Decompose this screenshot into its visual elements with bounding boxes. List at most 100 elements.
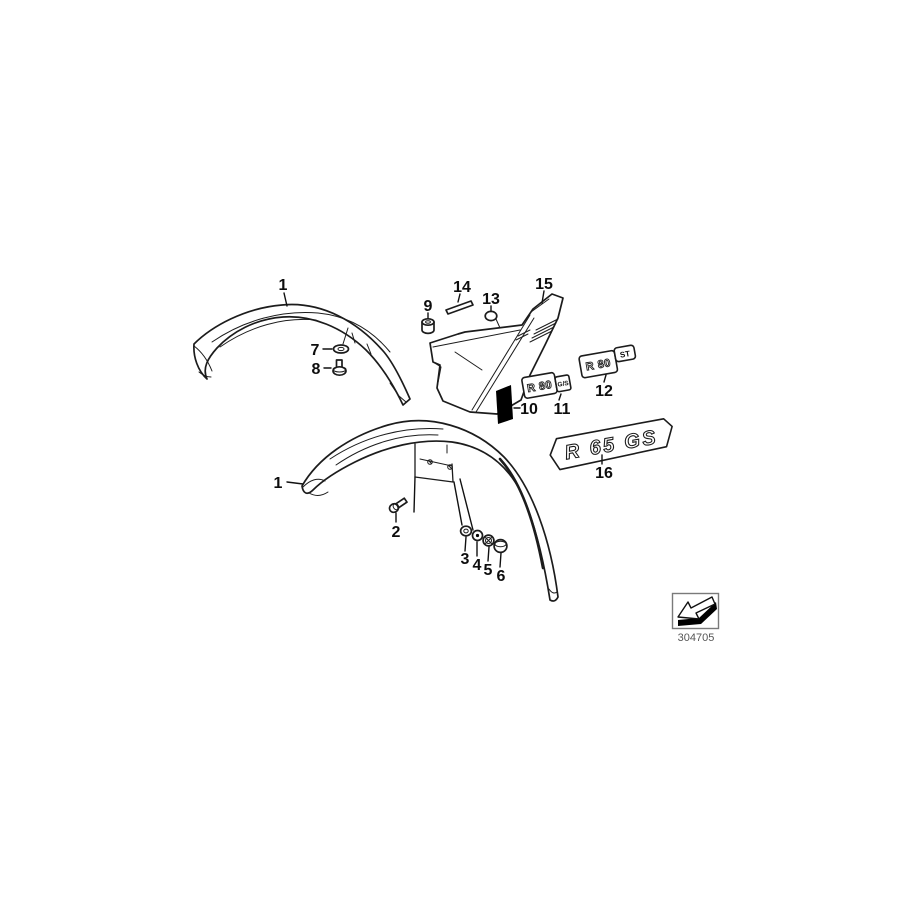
vent-line (517, 329, 531, 337)
callout-14: 14 (453, 279, 471, 296)
callout-15: 15 (535, 276, 553, 293)
leader-2-upper (413, 476, 416, 513)
leader-3-upper (453, 481, 463, 526)
part-side-panel-15 (429, 293, 564, 415)
part-fender-upper (193, 303, 411, 406)
part-bolt-2 (388, 497, 408, 514)
side-panel-crease-b (475, 317, 535, 413)
bracket-top-edge (419, 458, 453, 467)
side-panel-top-inner (432, 329, 521, 348)
fender-lower-tail-tip-line (548, 588, 558, 594)
washer-3 (459, 525, 473, 537)
nut-9-top (421, 317, 435, 327)
legend: 304705 (671, 592, 720, 644)
callout-11: 11 (554, 401, 571, 418)
leader-15 (541, 290, 545, 304)
bracket-outline (414, 443, 454, 483)
bracket-screw (447, 464, 453, 470)
cap-6-dome (494, 540, 507, 548)
part-washer-4 (471, 529, 484, 542)
badge-r80st-suffix-box (613, 344, 637, 363)
part-decal-10 (496, 385, 513, 424)
callout-8: 8 (312, 361, 321, 378)
grommet-13-tail (495, 318, 501, 329)
vent-line (535, 318, 559, 331)
washer-3-hole (463, 528, 469, 534)
fender-lower-bracket (414, 443, 454, 483)
badge-r65gs-plate (549, 417, 673, 471)
side-panel-body-line (454, 351, 483, 371)
fender-upper-cap-line2 (198, 371, 212, 378)
fender-upper-tick1 (351, 332, 356, 344)
badge-r80st-suffix-text: ST (619, 349, 631, 360)
nut-5-inner (485, 537, 492, 544)
nut-5-hatch (485, 537, 492, 544)
fender-lower-outline (301, 419, 559, 602)
badge-r80gs-suffix-text: G/S (557, 380, 570, 389)
part-washer-3 (459, 525, 473, 537)
part-nut-5 (482, 534, 495, 547)
leader-5 (487, 546, 490, 562)
washer-4-hole (475, 533, 480, 538)
fender-lower-tip-cap1 (302, 478, 326, 488)
side-panel-peak-fold (530, 298, 550, 313)
fender-upper-crease2 (219, 318, 317, 348)
fender-upper-tick2 (366, 343, 372, 355)
callout-16: 16 (595, 465, 613, 482)
leader-6 (499, 552, 502, 568)
arrow-shadow (678, 602, 717, 626)
leader-3 (464, 536, 467, 552)
vent-line (533, 322, 557, 335)
nut-9-hole (425, 320, 431, 324)
part-nut-9 (421, 317, 435, 335)
part-fender-lower (301, 419, 559, 602)
arrow-body (677, 596, 716, 620)
fender-upper-crease1 (211, 312, 391, 353)
vent-line (515, 333, 529, 341)
callout-9: 9 (424, 298, 433, 315)
callout-6: 6 (497, 568, 506, 585)
leader-12 (603, 374, 607, 383)
part-strip-14 (445, 300, 474, 315)
fender-lower-crease1 (329, 428, 444, 460)
leader-1-upper (283, 292, 288, 307)
leader-4-upper (459, 478, 474, 531)
washer-7-mount-line (342, 327, 349, 345)
grommet-13 (484, 310, 498, 322)
badge-r80gs: R 80 G/S (521, 371, 572, 399)
callout-3: 3 (461, 551, 470, 568)
badge-r80gs-suffix-box (554, 374, 572, 393)
callouts: 1 7 8 9 14 13 15 1 2 3 4 5 6 10 11 12 16 (274, 276, 613, 585)
leader-11 (558, 393, 562, 401)
callout-2: 2 (392, 524, 401, 541)
badge-r80gs-text: R 80 (526, 379, 553, 395)
leader-1-lower (286, 481, 304, 485)
washer-7-hole (337, 346, 345, 352)
callout-1-upper: 1 (279, 277, 288, 294)
badge-r80st-text: R 80 (585, 357, 612, 373)
cap-6 (493, 538, 508, 554)
fender-upper-cap-line (193, 345, 213, 372)
bracket-screw-slot (428, 460, 432, 464)
direction-arrow-icon (677, 596, 717, 626)
bolt-8-head-top (332, 366, 347, 373)
vent-line (531, 326, 555, 339)
callout-4: 4 (473, 557, 482, 574)
strip-14-outline (445, 300, 474, 315)
side-panel-crease-a (471, 314, 531, 411)
side-panel-vents (515, 318, 559, 343)
part-bolt-8 (332, 359, 347, 377)
callout-7: 7 (311, 342, 320, 359)
callout-1-lower: 1 (274, 475, 283, 492)
vent-line (529, 330, 553, 343)
bracket-screw (427, 459, 433, 465)
callout-12: 12 (595, 383, 613, 400)
part-washer-7 (332, 327, 350, 354)
callout-13: 13 (482, 291, 500, 308)
callout-5: 5 (484, 562, 493, 579)
fender-lower-tip-cap2 (308, 491, 329, 496)
side-panel-fold-left (432, 361, 442, 389)
fender-lower-crease2 (335, 434, 439, 466)
